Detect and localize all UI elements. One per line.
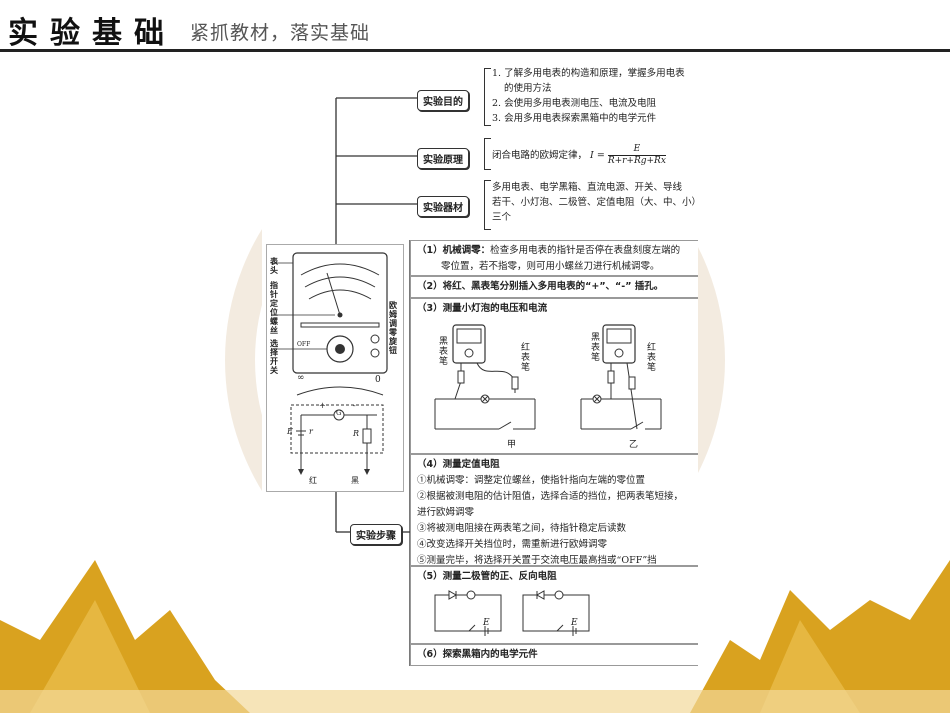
black-terminal-label: 黑 bbox=[351, 476, 359, 485]
lamp-icon bbox=[554, 590, 564, 600]
plus-mark: + bbox=[319, 401, 326, 410]
diode-circuit-b bbox=[522, 590, 590, 636]
step-4-line: ③将被测电阻接在两表笔之间，待指针稳定后读数 bbox=[417, 523, 627, 534]
step-1-text: 检查多用电表的指针是否停在表盘刻度左端的 bbox=[490, 245, 681, 256]
equipment-label: 实验器材 bbox=[417, 196, 469, 217]
purpose-line: 的使用方法 bbox=[504, 83, 552, 94]
battery-label: E bbox=[571, 618, 578, 628]
diode-icon bbox=[535, 590, 545, 600]
equipment-bracket bbox=[484, 180, 491, 230]
battery-label: E bbox=[483, 618, 490, 628]
step-4-line: ①机械调零：调整定位螺丝，使指针指向左端的零位置 bbox=[417, 475, 646, 486]
principle-statement: 闭合电路的欧姆定律， bbox=[492, 150, 588, 161]
step-6-text: （6）探索黑箱内的电学元件 bbox=[417, 649, 538, 660]
off-mark: OFF bbox=[297, 341, 311, 348]
principle-bracket bbox=[484, 138, 491, 170]
figure-b-caption: 乙 bbox=[629, 440, 639, 450]
step-4-line: ②根据被测电阻的估计阻值，选择合适的挡位，把两表笔短接， bbox=[417, 491, 684, 502]
page-title: 实验基础 bbox=[8, 16, 176, 51]
red-lead-label: 红表笔 bbox=[647, 343, 657, 373]
formula-denominator: R+r+Rg+Rx bbox=[607, 156, 666, 166]
step-4: （4）测量定值电阻 ①机械调零：调整定位螺丝，使指针指向左端的零位置 ②根据被测… bbox=[410, 454, 698, 566]
diode-icon bbox=[448, 590, 458, 600]
label-selector-switch: 选择开关 bbox=[270, 338, 278, 375]
zero-mark: 0 bbox=[375, 375, 381, 385]
purpose-line: 2. 会使用多用电表测电压、电流及电阻 bbox=[492, 98, 657, 109]
mountain-right bbox=[690, 560, 950, 713]
formula-numerator: E bbox=[607, 144, 666, 156]
red-terminal-label: 红 bbox=[309, 476, 317, 485]
multimeter-diagram bbox=[271, 252, 388, 475]
black-lead-label: 黑表笔 bbox=[591, 333, 601, 363]
multimeter-figure: 表头 指针定位螺丝 选择开关 欧姆调零旋钮 ∞ 0 + - G E r R 红 … bbox=[266, 244, 404, 492]
lamp-circuits bbox=[434, 324, 662, 430]
step-5-heading: （5）测量二极管的正、反向电阻 bbox=[417, 571, 557, 582]
step-5: （5）测量二极管的正、反向电阻 E E bbox=[410, 566, 698, 644]
internal-resistance-label: r bbox=[309, 427, 313, 436]
circuit-b bbox=[580, 324, 662, 430]
step-4-heading: （4）测量定值电阻 bbox=[417, 459, 500, 470]
step-3-heading: （3）测量小灯泡的电压和电流 bbox=[417, 303, 548, 314]
diode-circuit-a bbox=[434, 590, 502, 636]
purpose-line: 3. 会用多用电表探索黑箱中的电学元件 bbox=[492, 113, 657, 124]
page-subtitle: 紧抓教材，落实基础 bbox=[190, 22, 371, 44]
step-4-line: ⑤测量完毕，将选择开关置于交流电压最高挡或“OFF”挡 bbox=[417, 555, 657, 566]
steps-label: 实验步骤 bbox=[350, 524, 402, 545]
resistor-icon bbox=[362, 428, 372, 444]
step-1: （1）机械调零：检查多用电表的指针是否停在表盘刻度左端的 零位置，若不指零，则可… bbox=[410, 240, 698, 276]
step-6: （6）探索黑箱内的电学元件 bbox=[410, 644, 698, 666]
step-3: （3）测量小灯泡的电压和电流 bbox=[410, 298, 698, 454]
meter-scale bbox=[300, 263, 380, 276]
principle-text: 闭合电路的欧姆定律， I = E R+r+Rg+Rx bbox=[492, 144, 666, 167]
internal-circuit bbox=[290, 404, 384, 454]
purpose-bracket bbox=[484, 68, 491, 126]
ohm-zero-knob bbox=[370, 334, 380, 344]
ground-band bbox=[0, 690, 950, 713]
header-rule bbox=[0, 49, 950, 52]
step-4-line: ④改变选择开关挡位时，需重新进行欧姆调零 bbox=[417, 539, 608, 550]
mountain-right-highlight bbox=[760, 620, 860, 713]
step-1-text-2: 零位置，若不指零，则可用小螺丝刀进行机械调零。 bbox=[441, 261, 660, 272]
diode-circuits bbox=[434, 590, 590, 636]
purpose-label: 实验目的 bbox=[417, 90, 469, 111]
step-4-line: 进行欧姆调零 bbox=[417, 507, 475, 518]
equipment-line: 多用电表、电学黑箱、直流电源、开关、导线 bbox=[492, 182, 683, 193]
label-meter-head: 表头 bbox=[270, 256, 278, 275]
infinity-mark: ∞ bbox=[297, 373, 305, 383]
equipment-line: 三个 bbox=[492, 212, 512, 223]
step-2: （2）将红、黑表笔分别插入多用电表的“+”、“-” 插孔。 bbox=[410, 276, 698, 298]
label-locating-screw: 指针定位螺丝 bbox=[270, 280, 278, 335]
purpose-text: 1. 了解多用电表的构造和原理，掌握多用电表 的使用方法 2. 会使用多用电表测… bbox=[492, 66, 685, 126]
purpose-line: 1. 了解多用电表的构造和原理，掌握多用电表 bbox=[492, 68, 685, 79]
galvanometer-label: G bbox=[336, 409, 342, 417]
meter-needle bbox=[326, 272, 341, 316]
mindmap-panel: 实验目的 1. 了解多用电表的构造和原理，掌握多用电表 的使用方法 2. 会使用… bbox=[262, 54, 702, 670]
step-2-text: （2）将红、黑表笔分别插入多用电表的“+”、“-” 插孔。 bbox=[417, 281, 664, 292]
figure-a-caption: 甲 bbox=[507, 440, 517, 450]
red-lead-label: 红表笔 bbox=[521, 343, 531, 373]
label-ohm-zero-knob: 欧姆调零旋钮 bbox=[389, 300, 397, 355]
emf-label: E bbox=[287, 427, 293, 436]
minus-mark: - bbox=[353, 401, 356, 410]
resistor-label: R bbox=[353, 429, 360, 438]
formula-lhs: I = bbox=[590, 150, 605, 161]
page-header: 实验基础 紧抓教材，落实基础 bbox=[0, 0, 950, 52]
mountain-left-highlight bbox=[30, 600, 150, 713]
formula-fraction: E R+r+Rg+Rx bbox=[607, 144, 666, 167]
step-1-heading: （1）机械调零： bbox=[417, 245, 491, 256]
circuit-a bbox=[434, 324, 536, 430]
jack-icon bbox=[370, 348, 380, 358]
principle-label: 实验原理 bbox=[417, 148, 469, 169]
equipment-text: 多用电表、电学黑箱、直流电源、开关、导线 若干、小灯泡、二极管、定值电阻（大、中… bbox=[492, 180, 702, 225]
ohm-scale-arc bbox=[296, 386, 384, 396]
lamp-icon bbox=[466, 590, 476, 600]
locating-screw bbox=[337, 312, 343, 318]
equipment-line: 若干、小灯泡、二极管、定值电阻（大、中、小） bbox=[492, 197, 702, 208]
black-lead-label: 黑表笔 bbox=[439, 337, 449, 367]
